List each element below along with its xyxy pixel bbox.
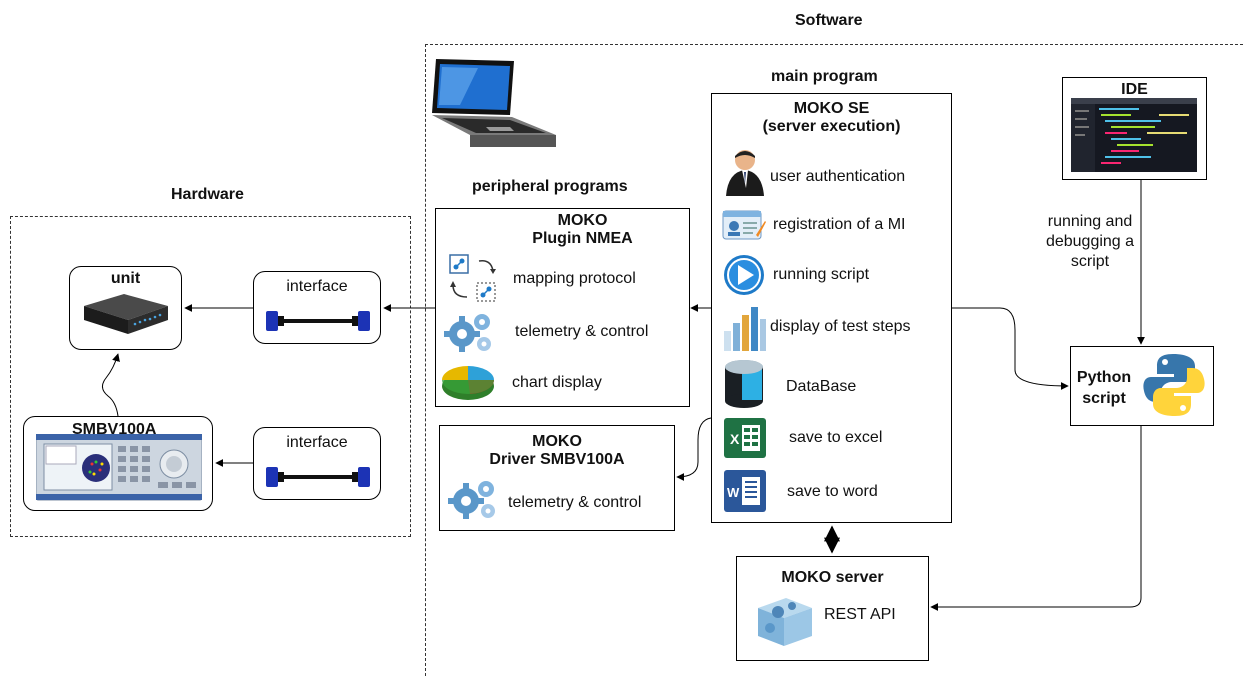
python-label: Python script <box>1073 367 1135 409</box>
peripheral-programs-heading: peripheral programs <box>472 178 628 195</box>
word-icon: W <box>724 470 766 512</box>
svg-text:X: X <box>730 431 740 447</box>
interface-label: interface <box>286 278 348 295</box>
server-title: MOKO server <box>781 569 884 586</box>
excel-icon: X <box>724 418 766 458</box>
driver-subtitle: Driver SMBV100A <box>489 451 625 468</box>
python-logo-icon <box>1143 354 1205 416</box>
plugin-item-label: mapping protocol <box>513 270 636 287</box>
main-item-label: display of test steps <box>770 318 911 335</box>
server-item-label: REST API <box>824 606 896 623</box>
database-icon <box>725 360 763 408</box>
hardware-region <box>10 216 411 537</box>
plugin-item-label: chart display <box>512 374 602 391</box>
arrow-python-to-server <box>930 426 1142 611</box>
code-screen-icon <box>1071 98 1197 172</box>
arrow-main-to-python <box>952 307 1069 390</box>
driver-smbv-box: MOKO Driver SMBV100A <box>439 425 675 531</box>
python-label-line: script <box>1082 390 1126 407</box>
laptop-icon <box>432 59 556 147</box>
interface-box-bottom: interface <box>253 427 381 500</box>
plugin-title: MOKO <box>557 212 608 229</box>
cable-icon <box>266 311 370 331</box>
unit-device-icon <box>84 294 168 334</box>
api-cube-icon <box>758 598 812 646</box>
signal-generator-icon <box>36 434 202 501</box>
ide-note-line: running and <box>1047 213 1133 230</box>
software-region-left-border <box>425 44 426 676</box>
svg-text:W: W <box>727 485 740 500</box>
python-label-line: Python <box>1076 369 1132 386</box>
mapping-icon <box>449 254 496 302</box>
plugin-item-label: telemetry & control <box>515 323 649 340</box>
hardware-section-label: Hardware <box>171 186 244 203</box>
main-item-label: save to word <box>787 483 878 500</box>
interface-box-top: interface <box>253 271 381 344</box>
user-icon <box>726 150 764 196</box>
interface-label: interface <box>286 434 348 451</box>
ide-note-line: script <box>1070 253 1110 270</box>
main-program-title: MOKO SE <box>793 100 870 117</box>
driver-item-label: telemetry & control <box>508 494 642 511</box>
main-item-label: registration of a MI <box>773 216 906 233</box>
software-region-top-border <box>425 44 1243 45</box>
main-program-subtitle: (server execution) <box>762 118 901 135</box>
gears-icon <box>444 314 491 352</box>
ide-note-line: debugging a <box>1045 233 1135 250</box>
main-item-label: user authentication <box>770 168 906 185</box>
bar-steps-icon <box>724 307 766 351</box>
pie-chart-icon <box>442 366 495 400</box>
plugin-subtitle: Plugin NMEA <box>532 230 633 247</box>
play-icon <box>724 255 764 295</box>
main-item-label: DataBase <box>786 378 857 395</box>
ide-label: IDE <box>1121 81 1148 98</box>
main-program-heading: main program <box>771 68 878 85</box>
id-card-icon <box>722 210 766 240</box>
software-section-label: Software <box>795 12 863 29</box>
main-item-label: running script <box>773 266 870 283</box>
gears-icon <box>448 481 495 519</box>
ide-note: running and debugging a script <box>1030 212 1150 272</box>
unit-label: unit <box>110 270 141 287</box>
arrow-main-to-driver <box>676 417 712 481</box>
main-item-label: save to excel <box>789 429 883 446</box>
cable-icon <box>266 467 370 487</box>
driver-title: MOKO <box>532 433 582 450</box>
